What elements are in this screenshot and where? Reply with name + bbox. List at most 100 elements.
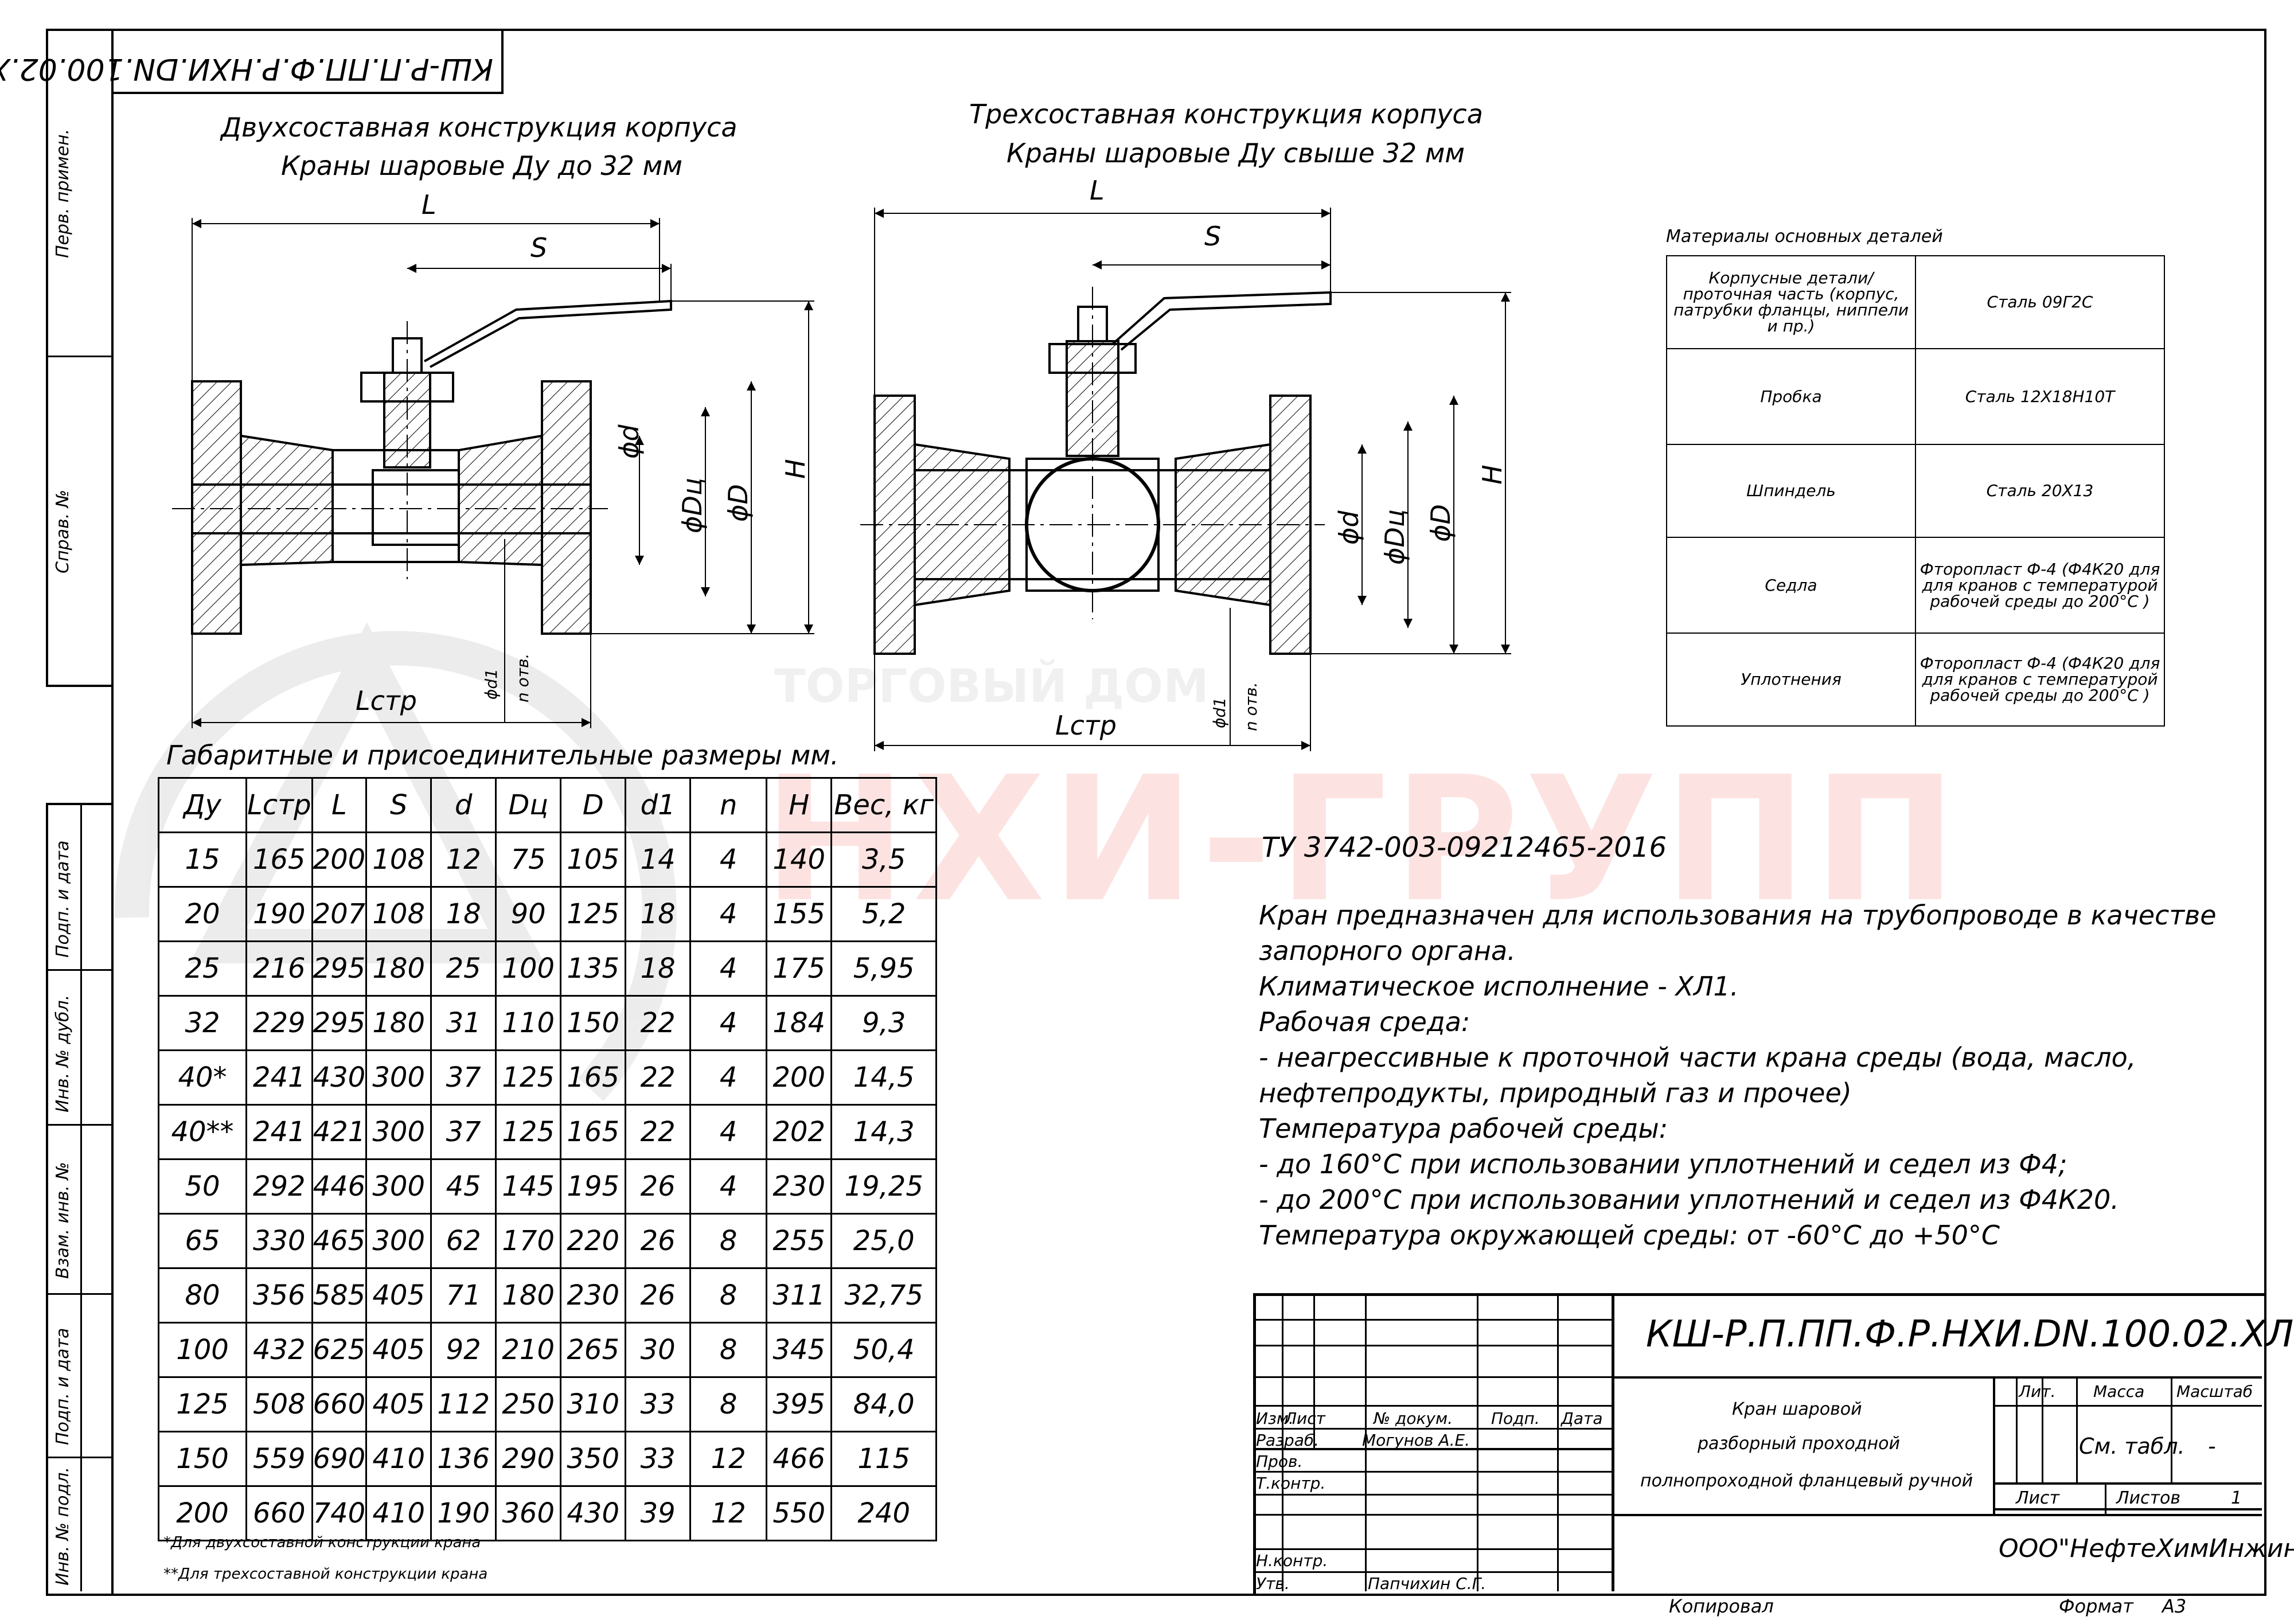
table-header-cell: Ду [158, 777, 247, 833]
binding-strip-lower [46, 803, 114, 1596]
material-part-cell: Шпиндель [1666, 444, 1916, 538]
table-cell: 170 [495, 1213, 562, 1269]
table-header-cell: L [311, 777, 368, 833]
table-cell: 350 [560, 1431, 627, 1487]
footnote-2: **Для трехсоставной конструкции крана [163, 1566, 488, 1583]
table-cell: 5,2 [830, 886, 938, 942]
material-value-cell: Фторопласт Ф-4 (Ф4К20 для для кранов с т… [1915, 537, 2165, 634]
table-cell: 100 [158, 1322, 247, 1378]
drawing2-dim-d1: ϕd1 [1210, 697, 1229, 728]
table-cell: 112 [430, 1376, 497, 1432]
tb-name-3: полнопроходной фланцевый ручной [1640, 1471, 1973, 1491]
table-cell: 241 [245, 1104, 313, 1160]
table-cell: 430 [311, 1049, 368, 1106]
table-cell: 4 [689, 886, 768, 942]
table-cell: 625 [311, 1322, 368, 1378]
tb-line [1993, 1508, 2262, 1510]
drawing2-n-otv: n отв. [1242, 682, 1261, 732]
table-cell: 30 [625, 1322, 692, 1378]
strip-divider [80, 803, 82, 1591]
materials-table: Корпусные детали/ проточная часть (корпу… [1666, 255, 2165, 727]
table-cell: 22 [625, 1104, 692, 1160]
tb-utv-name: Папчихин С.Г. [1368, 1574, 1487, 1593]
tb-line [1365, 1293, 1367, 1591]
table-cell: 4 [689, 940, 768, 997]
table-cell: 32,75 [830, 1267, 938, 1324]
tb-tkontr: Т.контр. [1256, 1474, 1326, 1493]
table-cell: 432 [245, 1322, 313, 1378]
table-cell: 125 [495, 1049, 562, 1106]
tb-format: Формат [2059, 1595, 2133, 1617]
material-part-cell: Корпусные детали/ проточная часть (корпу… [1666, 255, 1916, 349]
note-line: Температура рабочей среды: [1259, 1113, 1668, 1144]
table-cell: 14,3 [830, 1104, 938, 1160]
table-cell: 356 [245, 1267, 313, 1324]
material-value-cell: Сталь 12Х18Н10Т [1915, 348, 2165, 445]
table-cell: 33 [625, 1376, 692, 1432]
tb-utv: Утв. [1256, 1574, 1290, 1593]
tb-format-val: А3 [2162, 1595, 2187, 1617]
table-header-cell: Lстр [245, 777, 313, 833]
table-cell: 165 [245, 831, 313, 888]
table-cell: 265 [560, 1322, 627, 1378]
footnote-1: *Для двухсоставной конструкции крана [163, 1534, 481, 1551]
table-cell: 26 [625, 1267, 692, 1324]
table-cell: 216 [245, 940, 313, 997]
binding-strip-upper [46, 29, 114, 687]
tb-razrab-name: Могунов А.Е. [1362, 1431, 1470, 1450]
table-cell: 92 [430, 1322, 497, 1378]
table-cell: 26 [625, 1213, 692, 1269]
table-cell: 446 [311, 1158, 368, 1215]
table-header-cell: S [365, 777, 432, 833]
tb-masshtab-val: - [2208, 1434, 2216, 1459]
tb-line [2105, 1482, 2106, 1514]
tb-masshtab: Масштаб [2176, 1382, 2253, 1401]
table-cell: 15 [158, 831, 247, 888]
table-cell: 200 [158, 1485, 247, 1541]
table-header-cell: n [689, 777, 768, 833]
table-cell: 300 [365, 1049, 432, 1106]
tb-line [1253, 1548, 1612, 1550]
tb-line [1993, 1376, 1995, 1514]
drawing2-dim-Lstr: Lстр [1055, 710, 1117, 741]
drawing1-title-1: Двухсоставная конструкция корпуса [221, 112, 738, 143]
tb-line [1993, 1405, 2262, 1407]
table-cell: 559 [245, 1431, 313, 1487]
table-cell: 585 [311, 1267, 368, 1324]
table-cell: 18 [430, 886, 497, 942]
table-cell: 22 [625, 995, 692, 1051]
table-cell: 310 [560, 1376, 627, 1432]
drawing2-title-1: Трехсоставная конструкция корпуса [969, 99, 1483, 130]
table-cell: 12 [689, 1431, 768, 1487]
note-line: нефтепродукты, природный газ и прочее) [1259, 1078, 1852, 1108]
tb-line [1253, 1345, 1612, 1346]
table-cell: 65 [158, 1213, 247, 1269]
table-cell: 108 [365, 886, 432, 942]
table-cell: 175 [766, 940, 833, 997]
table-cell: 180 [365, 940, 432, 997]
table-header-cell: H [766, 777, 833, 833]
drawing1-dim-L: L [422, 189, 436, 220]
tb-listov: Листов [2116, 1488, 2181, 1508]
table-cell: 190 [245, 886, 313, 942]
drawing1-title-2: Краны шаровые Ду до 32 мм [281, 150, 682, 181]
table-cell: 184 [766, 995, 833, 1051]
table-cell: 8 [689, 1322, 768, 1378]
note-line: запорного органа. [1259, 935, 1516, 966]
table-cell: 45 [430, 1158, 497, 1215]
tb-line [2076, 1376, 2078, 1482]
table-cell: 25 [158, 940, 247, 997]
tb-col-list: Лист [1285, 1409, 1325, 1428]
strip-divider [46, 1124, 111, 1126]
table-cell: 300 [365, 1158, 432, 1215]
table-cell: 105 [560, 831, 627, 888]
table-cell: 140 [766, 831, 833, 888]
table-cell: 180 [365, 995, 432, 1051]
